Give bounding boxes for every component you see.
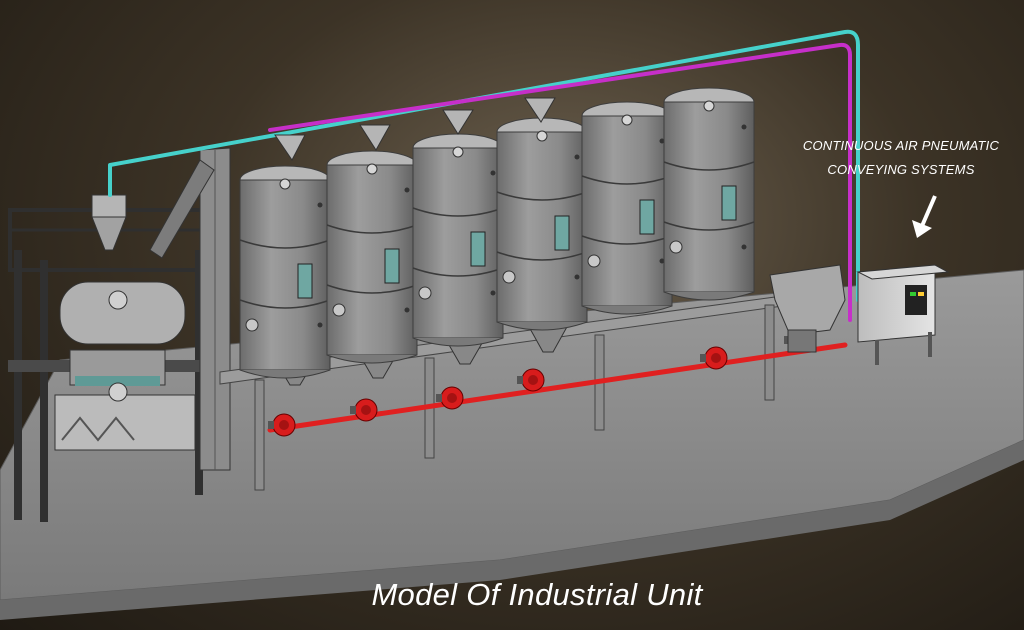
silo-3 [412,109,504,365]
silo-4 [496,97,588,353]
control-panel [856,264,950,365]
silo-1 [239,134,331,386]
pipe-magenta [268,42,852,322]
page-caption: Model Of Industrial Unit [371,577,703,612]
pipe-cyan [108,29,860,302]
silo-2 [326,124,418,379]
silo-5 [581,101,673,315]
cyclone-separator [91,194,127,251]
annotation-arrow [912,195,937,238]
annotation-line-2: CONVEYING SYSTEMS [827,162,975,177]
processing-machinery [8,147,231,522]
annotation-line-1: CONTINUOUS AIR PNEUMATIC [802,138,1000,153]
silo-6 [663,87,755,301]
pneumatic-conveying-label: CONTINUOUS AIR PNEUMATIC CONVEYING SYSTE… [776,134,1024,182]
feed-hopper [769,264,846,353]
